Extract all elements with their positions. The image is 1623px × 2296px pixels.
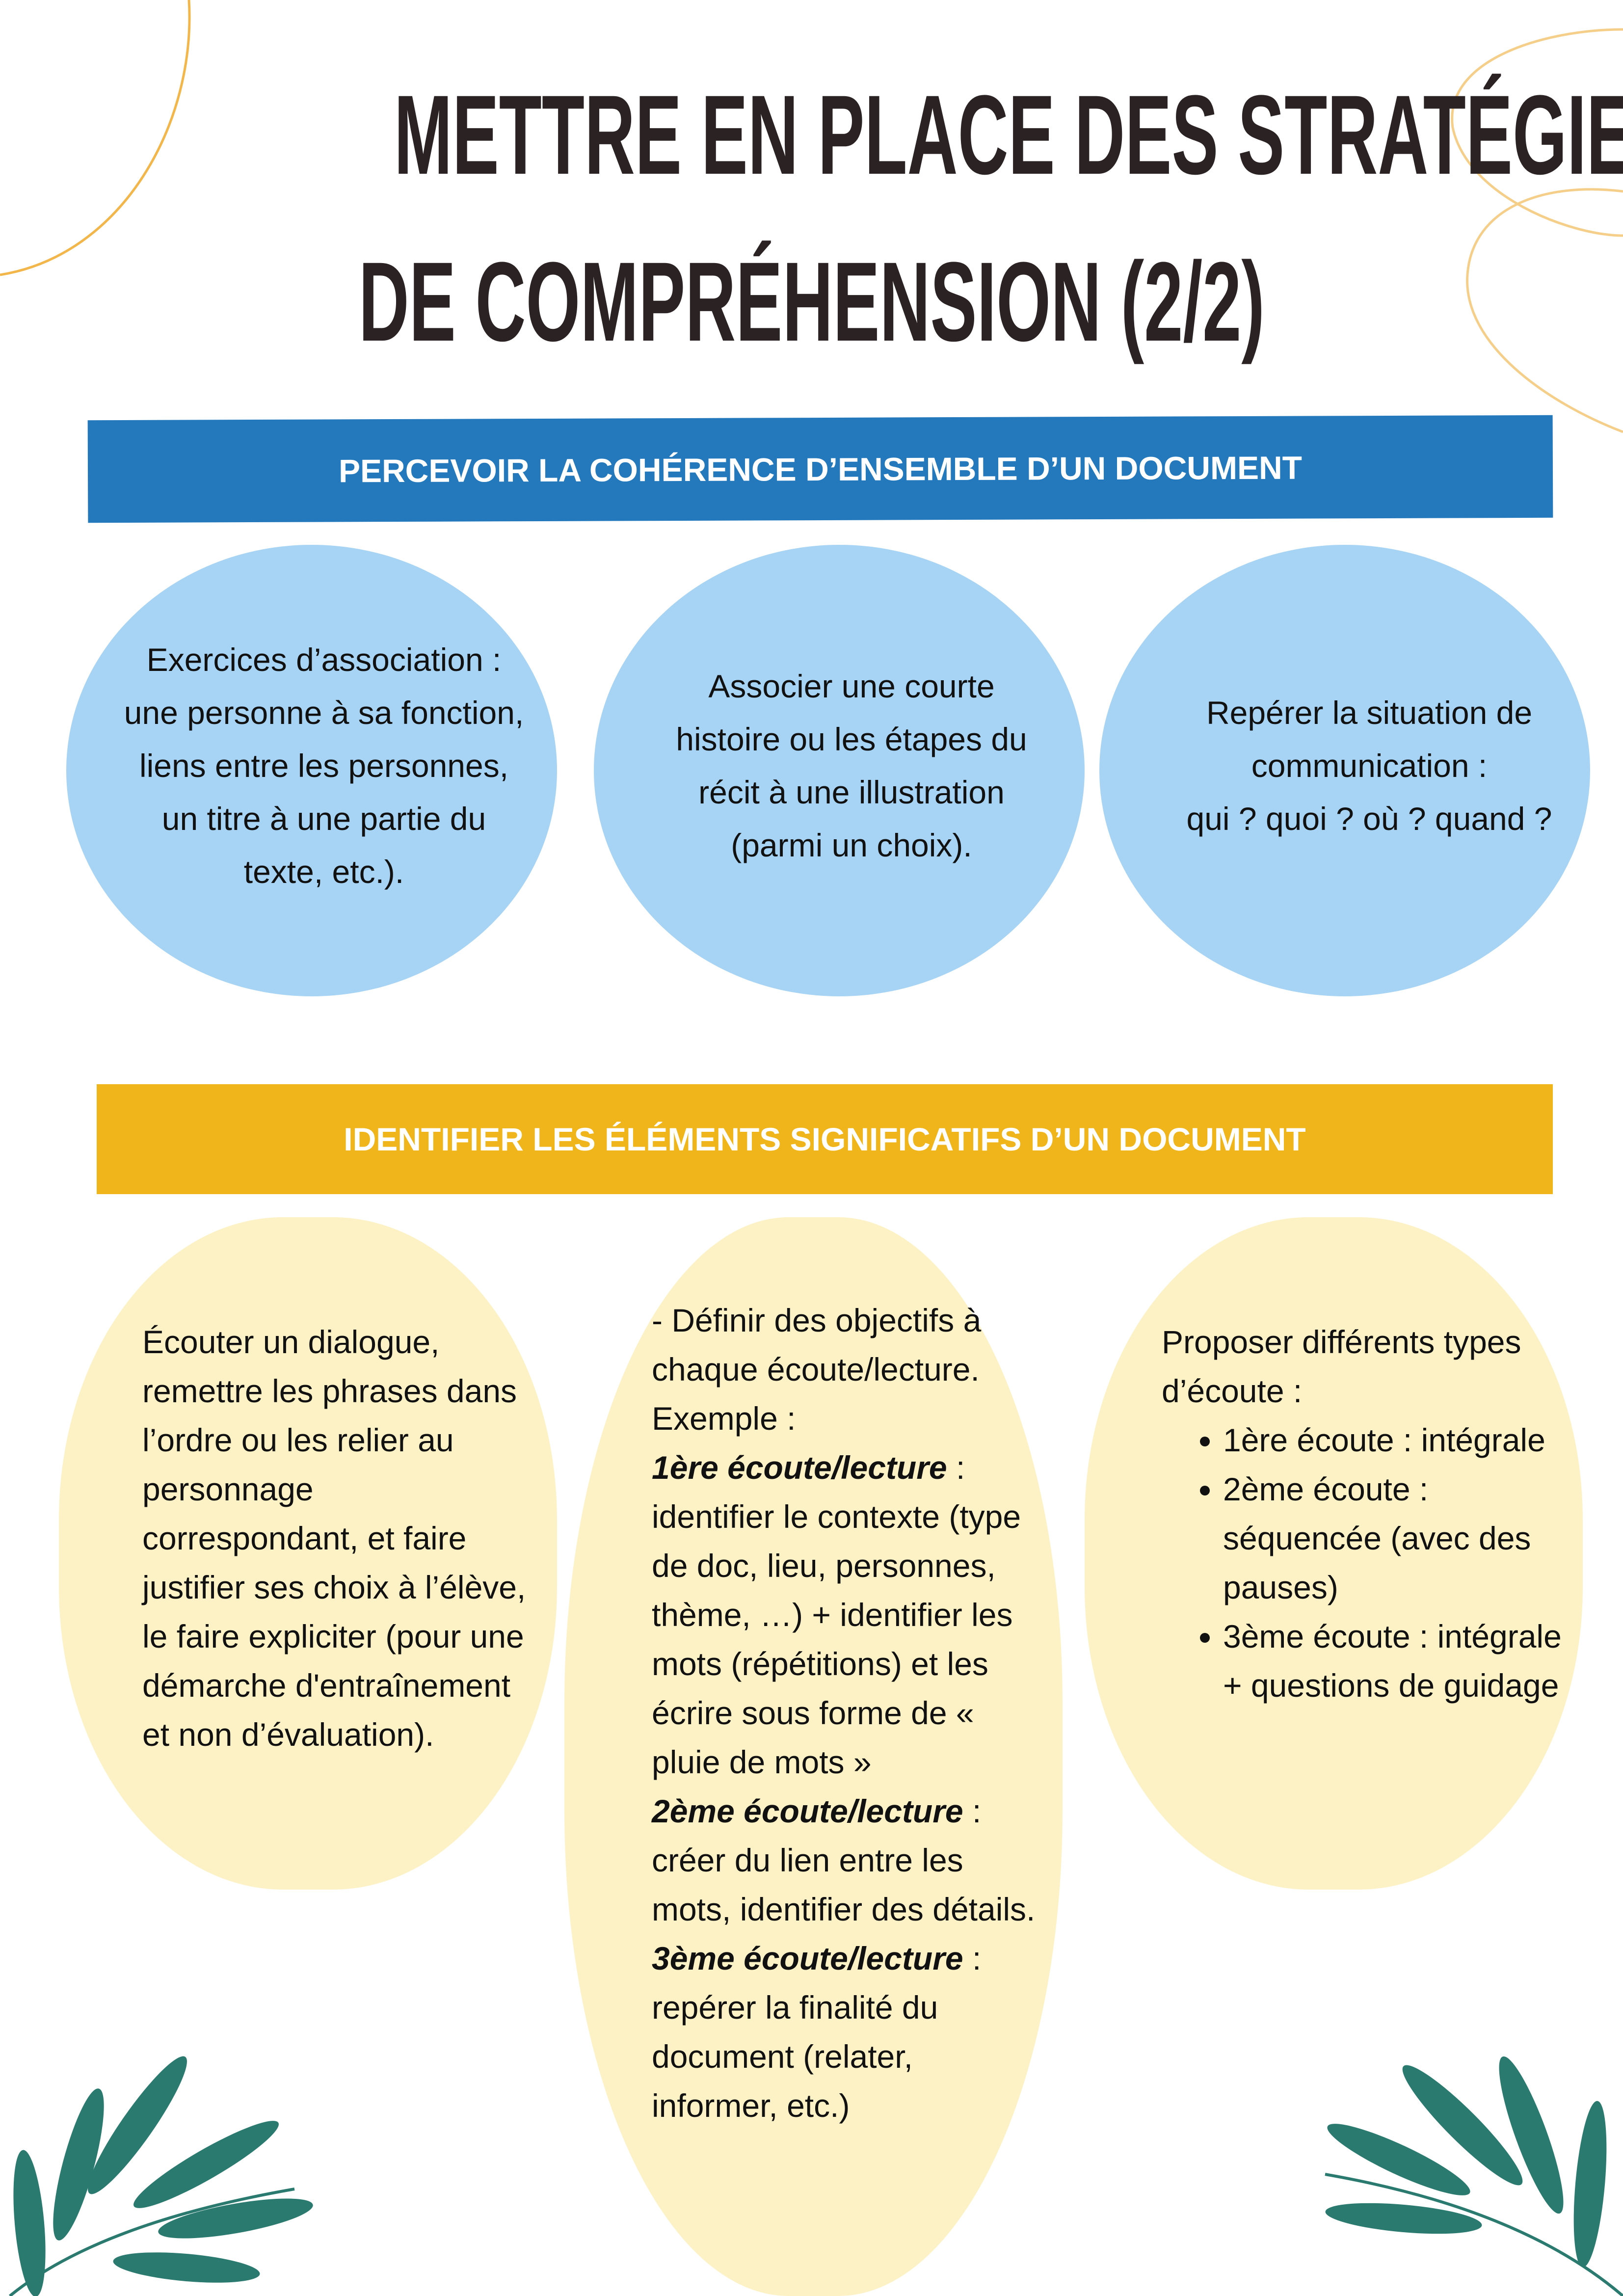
blue-blob-3: [1099, 545, 1590, 996]
leaf-branch-right-icon: [1325, 2056, 1623, 2296]
yellow-blob-1: [59, 1217, 557, 1890]
list-item: 3ème écoute : intégrale + questions de g…: [1223, 1612, 1569, 1710]
blue-blob-1: [66, 545, 557, 996]
step1-label: 1ère écoute/lecture: [652, 1449, 947, 1486]
card-types-ecoute: Proposer différents types d’écoute : 1èr…: [1162, 1317, 1569, 1710]
list-item: 1ère écoute : intégrale: [1223, 1415, 1569, 1465]
card-objectifs: - Définir des objectifs à chaque écoute/…: [652, 1302, 1036, 2124]
section1-banner: PERCEVOIR LA COHÉRENCE D’ENSEMBLE D’UN D…: [87, 415, 1553, 523]
step3-label: 3ème écoute/lecture: [652, 1940, 963, 1976]
card-situation: Repérer la situation de communication :q…: [1186, 694, 1552, 837]
page-title-line1: METTRE EN PLACE DES STRATÉGIES: [394, 72, 1623, 198]
blue-blob-2: [594, 545, 1085, 996]
yellow-blob-3: [1085, 1217, 1583, 1890]
decorative-curve-top-left: [0, 0, 191, 276]
types-list: 1ère écoute : intégrale 2ème écoute : sé…: [1162, 1415, 1569, 1710]
card-association: Exercices d’association : une personne à…: [124, 641, 524, 890]
page-title-line2: DE COMPRÉHENSION (2/2): [358, 239, 1265, 365]
step2-label: 2ème écoute/lecture: [652, 1793, 963, 1829]
section2-banner: IDENTIFIER LES ÉLÉMENTS SIGNIFICATIFS D’…: [97, 1084, 1553, 1194]
card-histoire: Associer une courte histoire ou les étap…: [676, 668, 1027, 863]
list-item: 2ème écoute : séquencée (avec des pauses…: [1223, 1465, 1569, 1612]
card-dialogue: Écouter un dialogue, remettre les phrase…: [142, 1324, 526, 1753]
leaf-branch-left-icon: [9, 2056, 313, 2296]
yellow-blob-2: [564, 1217, 1063, 2296]
decorative-curve-top-right: [1451, 28, 1623, 433]
